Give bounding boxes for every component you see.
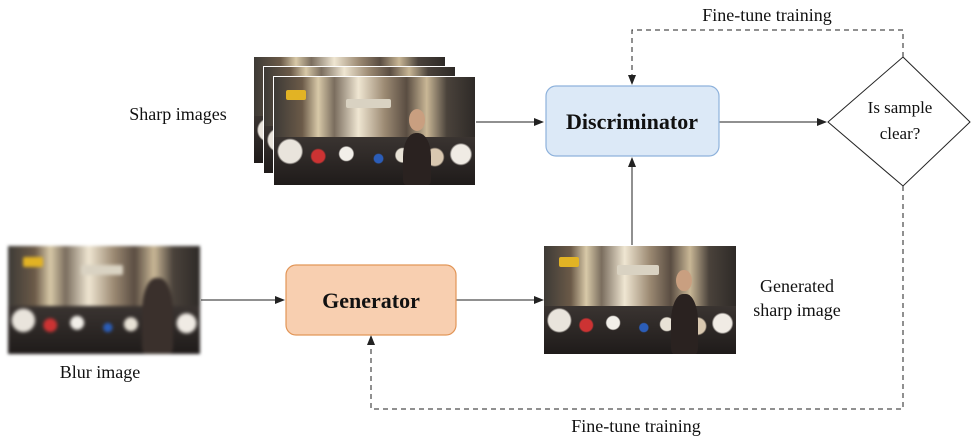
discriminator-box [545,85,720,157]
sharp-images-label: Sharp images [129,104,226,124]
decision-diamond [827,56,971,187]
dashed-feedback-to-discriminator [628,29,904,85]
dashed-feedback-to-generator [367,186,904,410]
discriminator-label: Discriminator [566,109,698,134]
decision-label-line1: Is sample [868,98,933,117]
decision-label-line2: clear? [880,124,921,143]
sharp-image-stack-front [273,76,476,186]
fine-tune-label-top: Fine-tune training [702,5,831,25]
generated-sharp-image [543,245,737,355]
fine-tune-label-bottom: Fine-tune training [571,416,700,436]
generated-label-line1: Generated [760,276,834,296]
generator-label: Generator [322,288,420,313]
blur-image [7,245,201,355]
blur-image-label: Blur image [60,362,140,382]
generator-box [285,264,457,336]
generated-label-line2: sharp image [753,300,840,320]
